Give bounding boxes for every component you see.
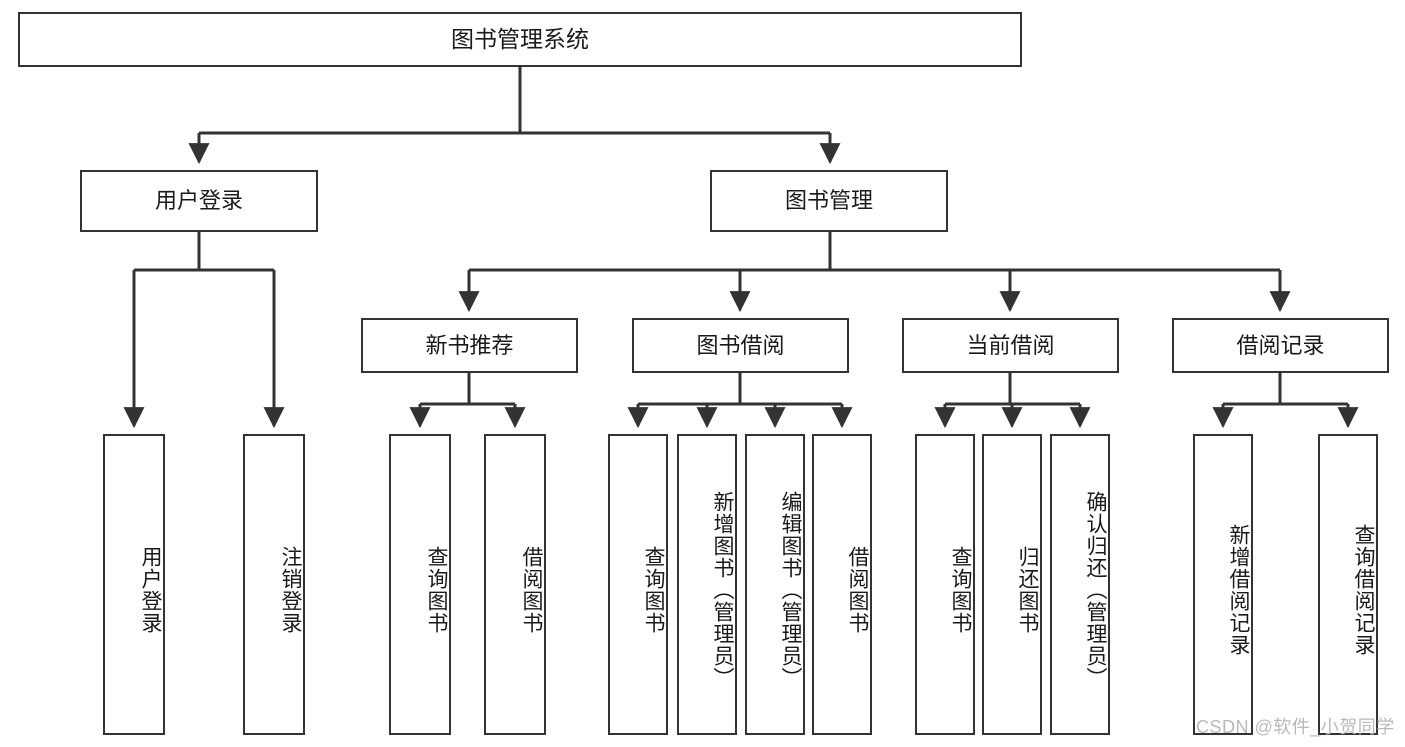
node-leaf-borrow-book-1[interactable]: 借阅图书 bbox=[484, 434, 546, 735]
node-leaf-add-book[interactable]: 新增图书（管理员） bbox=[677, 434, 737, 735]
node-leaf-add-record[interactable]: 新增借阅记录 bbox=[1193, 434, 1253, 735]
node-root[interactable]: 图书管理系统 bbox=[18, 12, 1022, 67]
node-leaf-user-login[interactable]: 用户登录 bbox=[103, 434, 165, 735]
node-leaf-query-book-1[interactable]: 查询图书 bbox=[389, 434, 451, 735]
node-leaf-query-record[interactable]: 查询借阅记录 bbox=[1318, 434, 1378, 735]
node-user-login[interactable]: 用户登录 bbox=[80, 170, 318, 232]
node-leaf-borrow-book-2[interactable]: 借阅图书 bbox=[812, 434, 872, 735]
node-leaf-confirm-return[interactable]: 确认归还（管理员） bbox=[1050, 434, 1110, 735]
node-leaf-edit-book[interactable]: 编辑图书（管理员） bbox=[745, 434, 805, 735]
node-book-borrow[interactable]: 图书借阅 bbox=[632, 318, 849, 373]
node-borrow-record[interactable]: 借阅记录 bbox=[1172, 318, 1389, 373]
node-leaf-query-book-2[interactable]: 查询图书 bbox=[608, 434, 668, 735]
node-book-manage[interactable]: 图书管理 bbox=[710, 170, 948, 232]
node-new-book-recommend[interactable]: 新书推荐 bbox=[361, 318, 578, 373]
node-current-borrow[interactable]: 当前借阅 bbox=[902, 318, 1119, 373]
node-leaf-query-book-3[interactable]: 查询图书 bbox=[915, 434, 975, 735]
csdn-watermark: CSDN @软件_小贺同学 bbox=[1196, 717, 1395, 737]
node-leaf-return-book[interactable]: 归还图书 bbox=[982, 434, 1042, 735]
node-leaf-logout[interactable]: 注销登录 bbox=[243, 434, 305, 735]
